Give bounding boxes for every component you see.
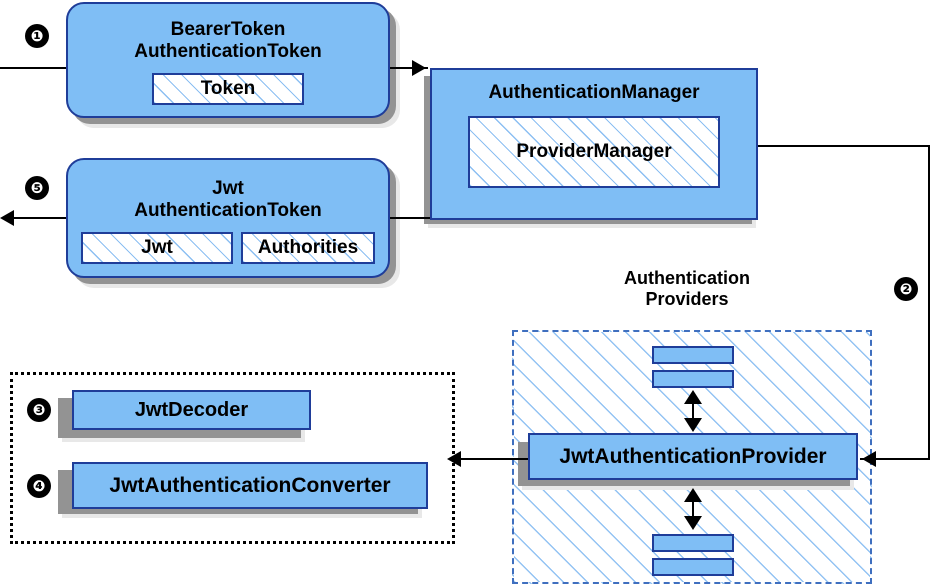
step-badge-4-glyph: ❹ [32,476,46,495]
connector-response-out [14,217,72,219]
step-badge-1: ❶ [25,24,49,48]
connector-manager-to-jwt-token [388,217,430,219]
jwt-authentication-converter-label: JwtAuthenticationConverter [109,473,391,497]
bearer-token-title-line1: BearerToken [170,19,286,41]
jwt-token-title-line1: Jwt [212,178,244,200]
step-badge-3-glyph: ❸ [32,400,46,419]
authentication-manager-sub-provider-manager: ProviderManager [468,116,720,188]
arrowhead-response-out [0,210,14,226]
arrowhead-into-components [447,451,461,467]
arrowhead-into-provider [862,451,876,467]
authentication-providers-title-line1: Authentication [624,268,750,288]
connector-right-vertical [928,145,930,459]
jwt-token-sub-jwt: Jwt [81,231,233,264]
jwt-decoder-label: JwtDecoder [134,398,249,421]
bearer-token-sub-token-label: Token [200,77,256,99]
arrowhead-provider-down-up [684,488,702,502]
jwt-token-sub-jwt-label: Jwt [141,236,173,258]
connector-provider-to-components [455,458,533,460]
arrowhead-provider-up [684,390,702,404]
step-badge-2: ❷ [894,277,918,301]
jwt-token-sub-authorities-label: Authorities [257,236,359,258]
node-jwt-authentication-provider[interactable]: JwtAuthenticationProvider [528,433,858,480]
node-jwt-authentication-token[interactable]: Jwt AuthenticationToken Jwt Authorities [66,158,390,278]
provider-placeholder-bar-1 [652,346,734,364]
step-badge-5: ❺ [25,176,49,200]
jwt-token-sub-authorities: Authorities [241,231,375,264]
step-badge-4: ❹ [27,474,51,498]
connector-provider-down [692,492,694,526]
authentication-manager-label: AuthenticationManager [488,82,700,103]
connector-request-in [0,67,70,69]
step-badge-5-glyph: ❺ [30,178,44,197]
connector-right-to-provider [860,458,930,460]
node-authentication-manager[interactable]: AuthenticationManager ProviderManager [430,68,758,220]
node-jwt-authentication-converter[interactable]: JwtAuthenticationConverter [72,462,428,509]
arrowhead-token-to-manager [412,60,426,76]
connector-provider-up [692,394,694,430]
jwt-authentication-provider-label: JwtAuthenticationProvider [559,444,827,468]
step-badge-3: ❸ [27,398,51,422]
authentication-providers-title: Authentication Providers [562,268,812,309]
step-badge-1-glyph: ❶ [30,26,44,45]
provider-manager-label: ProviderManager [516,141,672,162]
bearer-token-sub-token: Token [152,72,304,105]
node-bearer-token-authentication-token[interactable]: BearerToken AuthenticationToken Token [66,2,390,118]
arrowhead-provider-down [684,516,702,530]
node-jwt-decoder[interactable]: JwtDecoder [72,390,311,430]
connector-token-to-manager [388,67,428,69]
bearer-token-title-line2: AuthenticationToken [134,41,322,62]
arrowhead-provider-up-down [684,418,702,432]
provider-placeholder-bar-3 [652,534,734,552]
step-badge-2-glyph: ❷ [899,279,913,298]
jwt-token-title-line2: AuthenticationToken [134,200,322,221]
connector-manager-to-right [758,145,930,147]
provider-placeholder-bar-4 [652,558,734,576]
provider-placeholder-bar-2 [652,370,734,388]
authentication-providers-title-line2: Providers [645,288,729,309]
